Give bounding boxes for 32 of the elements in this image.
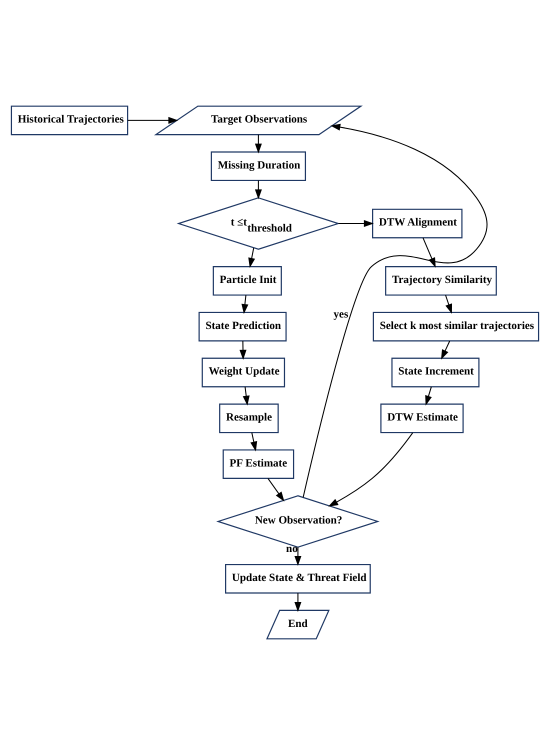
arrow xyxy=(294,593,302,612)
arrow xyxy=(254,180,262,200)
node-box: PF Estimate xyxy=(222,449,294,479)
arrow xyxy=(254,134,262,154)
arrow xyxy=(445,294,452,314)
node-box: Update State & Threat Field xyxy=(225,564,371,594)
node-box: Particle Init xyxy=(212,266,282,296)
arrow xyxy=(248,248,256,268)
arrow xyxy=(425,386,432,406)
node-box: Select k most similar trajectories xyxy=(372,312,540,342)
node-diamond: New Observation? xyxy=(216,495,380,548)
arrow xyxy=(242,386,250,406)
node-box: Trajectory Similarity xyxy=(385,266,497,296)
node-box: Missing Duration xyxy=(210,151,306,182)
node-box: Weight Update xyxy=(202,358,286,388)
node-box: DTW Estimate xyxy=(380,404,464,434)
arrow xyxy=(302,124,488,498)
arrow xyxy=(250,432,258,452)
arrow xyxy=(240,340,246,360)
node-box: State Prediction xyxy=(198,312,287,342)
node-box: Historical Trajectories xyxy=(10,106,128,136)
edge-label: yes xyxy=(334,308,348,320)
arrow xyxy=(268,478,284,502)
node-box: DTW Alignment xyxy=(372,208,462,238)
arrow xyxy=(328,432,414,507)
arrow xyxy=(338,220,374,228)
arrow xyxy=(241,295,248,314)
arrow xyxy=(441,340,450,360)
arrow xyxy=(128,116,178,124)
arrow xyxy=(294,547,302,566)
node-box: State Increment xyxy=(391,358,480,388)
node-box: Resample xyxy=(219,404,279,434)
